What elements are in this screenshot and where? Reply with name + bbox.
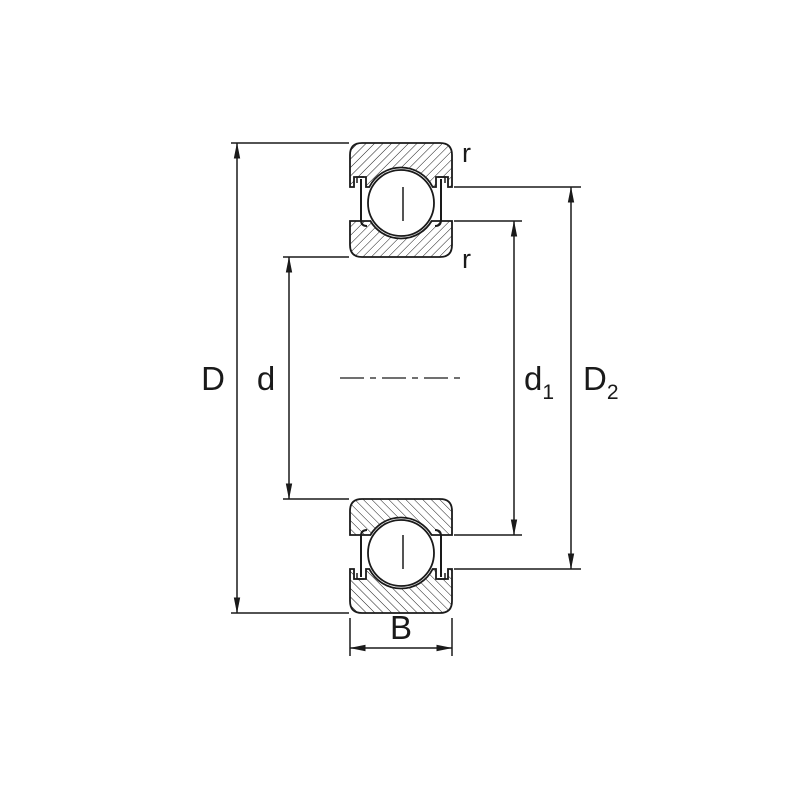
label-B: B	[390, 609, 412, 646]
shield-right	[434, 179, 442, 227]
label-D2: D2	[583, 360, 619, 404]
label-r-inner: r	[462, 244, 471, 274]
label-r-outer: r	[462, 138, 471, 168]
outer-ring	[349, 142, 453, 188]
bearing-section-bottom	[349, 498, 453, 614]
shield-left	[360, 179, 368, 227]
label-d: d	[257, 360, 275, 397]
inner-ring	[349, 220, 453, 258]
ball	[367, 169, 435, 237]
shield-right-hook	[438, 176, 446, 183]
label-D: D	[201, 360, 225, 397]
label-d1: d1	[524, 360, 554, 404]
shield-left-hook	[356, 176, 364, 183]
bearing-section-top	[349, 142, 453, 258]
